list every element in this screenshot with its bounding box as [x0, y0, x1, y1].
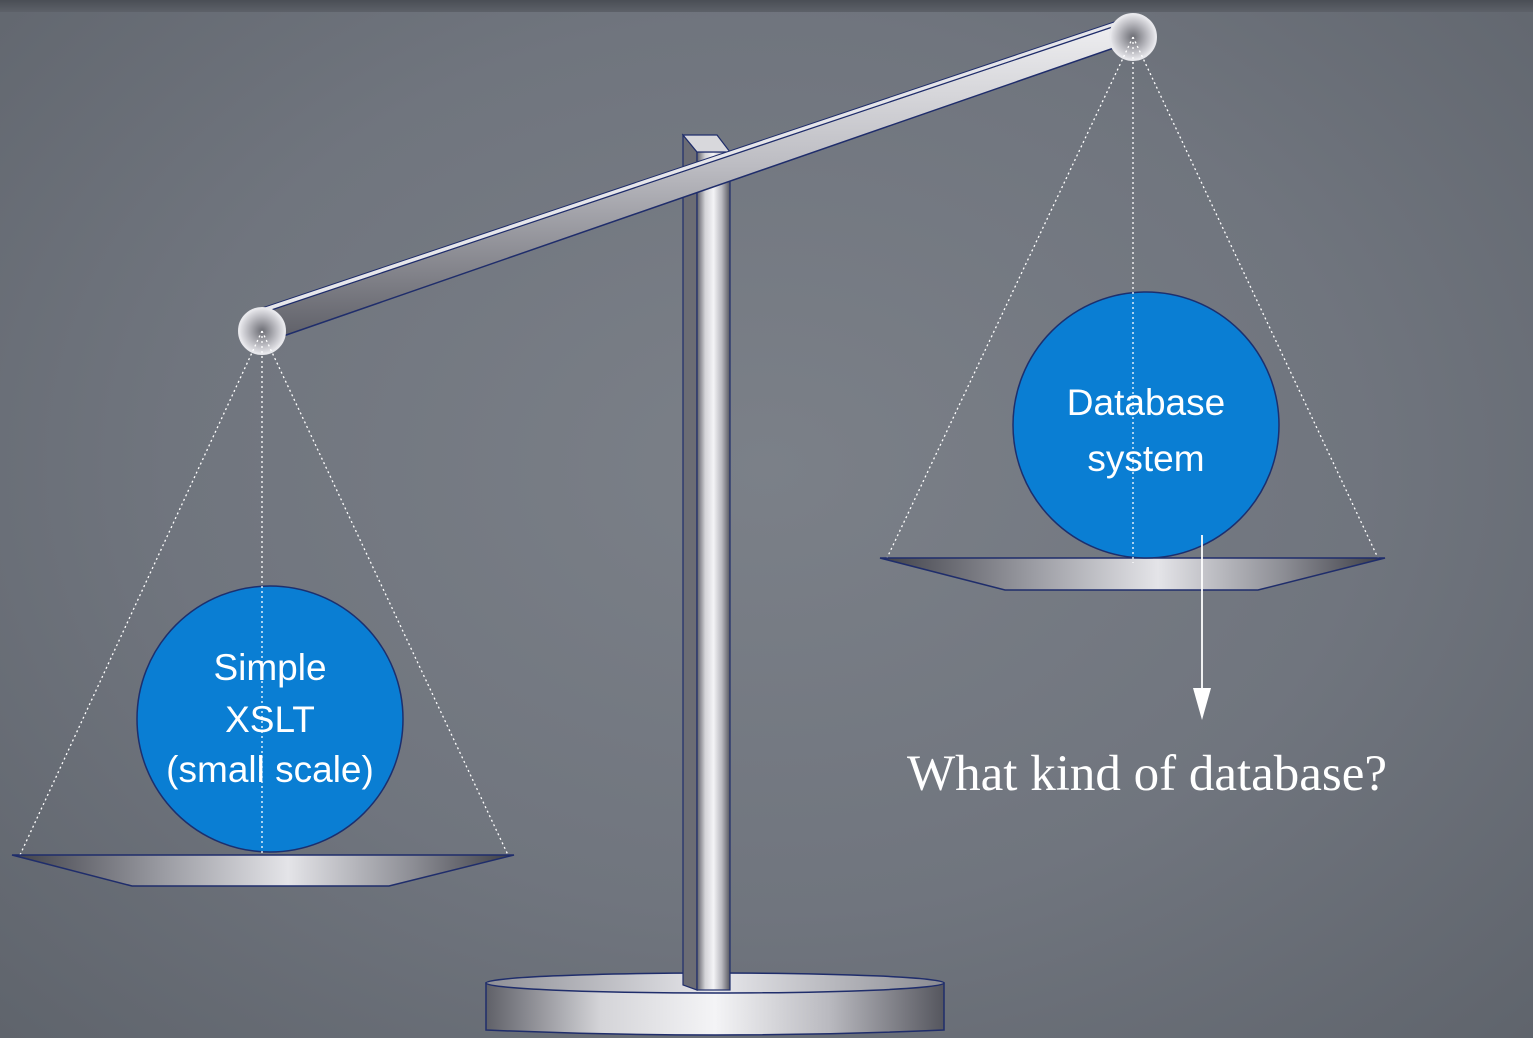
left-pan-strings: [19, 330, 509, 856]
right-pan-strings: [886, 36, 1379, 559]
left-pan-ball: Simple XSLT (small scale): [136, 585, 404, 853]
right-ball-label-line-2: system: [1087, 438, 1204, 479]
down-arrow: [1193, 535, 1211, 720]
slide-top-band: [0, 0, 1533, 12]
right-pan: [879, 557, 1386, 591]
question-text: What kind of database?: [907, 746, 1387, 802]
left-ball-label-line-1: Simple: [213, 647, 326, 688]
left-pan: [11, 854, 515, 887]
left-ball-label-line-2: XSLT: [225, 699, 315, 740]
left-ball-label-line-3: (small scale): [166, 749, 374, 790]
scale-post: [681, 133, 732, 991]
right-pan-ball: Database system: [1012, 291, 1280, 559]
right-ball-label-line-1: Database: [1067, 382, 1225, 423]
